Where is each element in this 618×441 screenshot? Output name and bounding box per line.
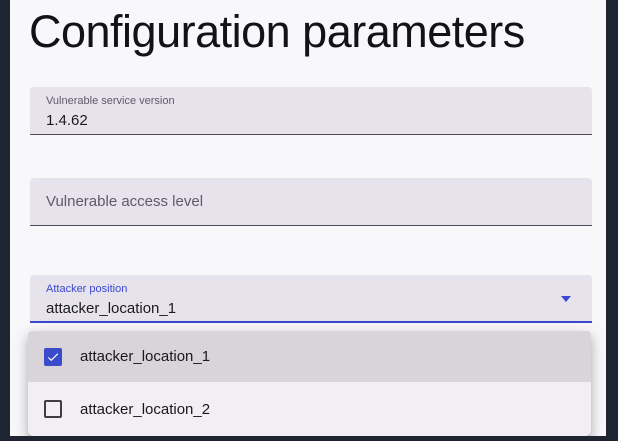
option-attacker-location-1[interactable]: attacker_location_1 xyxy=(28,331,591,382)
field-label: Vulnerable service version xyxy=(46,95,175,107)
field-label: Vulnerable access level xyxy=(46,193,204,210)
attacker-position-select[interactable]: Attacker position attacker_location_1 xyxy=(30,275,592,323)
checkbox-checked[interactable] xyxy=(44,347,62,366)
window-frame-bottom xyxy=(0,436,618,441)
option-attacker-location-2[interactable]: attacker_location_2 xyxy=(28,382,591,436)
window-frame-right xyxy=(606,0,618,441)
option-label: attacker_location_2 xyxy=(80,400,211,418)
window-frame-left xyxy=(0,0,10,441)
vulnerable-service-version-field[interactable]: Vulnerable service version 1.4.62 xyxy=(30,87,592,135)
checkbox-unchecked[interactable] xyxy=(44,400,62,418)
page-title: Configuration parameters xyxy=(29,6,525,57)
vulnerable-access-level-field[interactable]: Vulnerable access level xyxy=(30,178,592,226)
field-value: 1.4.62 xyxy=(46,112,88,129)
checkmark-icon xyxy=(47,352,59,361)
option-label: attacker_location_1 xyxy=(80,348,211,365)
dropdown-arrow-icon[interactable] xyxy=(561,296,571,302)
attacker-position-dropdown-panel: attacker_location_1 attacker_location_2 xyxy=(28,331,591,436)
field-label: Attacker position xyxy=(46,283,128,295)
select-value: attacker_location_1 xyxy=(46,300,177,317)
